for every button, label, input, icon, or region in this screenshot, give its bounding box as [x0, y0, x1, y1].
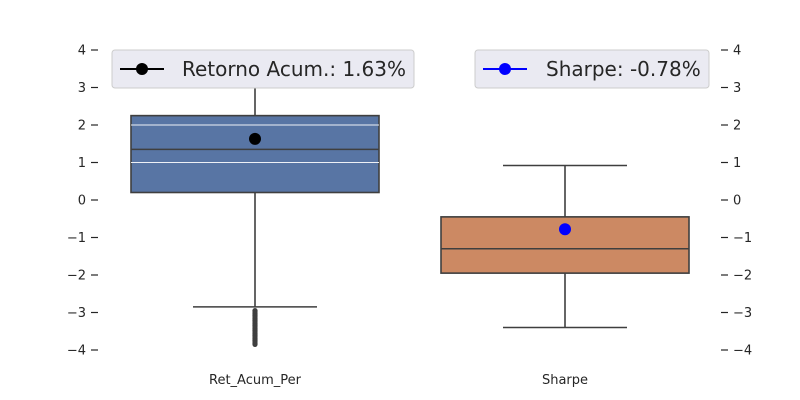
left-tick-label: 1 — [78, 156, 86, 171]
outlier-point-left — [252, 341, 258, 347]
right-tick-label: 4 — [733, 44, 741, 59]
mean-marker-left — [249, 132, 261, 145]
box-sharpe — [440, 164, 690, 329]
right-tick-label: 2 — [733, 119, 741, 134]
left-tick-label: 3 — [78, 81, 86, 96]
legend-left-marker-icon — [136, 63, 148, 75]
left-tick-label: 0 — [78, 194, 86, 209]
right-tick-label: −1 — [733, 231, 752, 246]
right-tick-label: −4 — [733, 344, 752, 359]
legend-right: Sharpe: -0.78% — [474, 49, 710, 89]
left-tick-label: 4 — [78, 44, 86, 59]
left-tick-label: −3 — [67, 306, 86, 321]
category-label-left: Ret_Acum_Per — [209, 373, 302, 388]
box-left — [130, 114, 380, 194]
legend-left-frame — [111, 49, 415, 89]
left-tick-label: −4 — [67, 344, 86, 359]
left-tick-label: −1 — [67, 231, 86, 246]
right-tick-label: 1 — [733, 156, 741, 171]
right-tick-label: −3 — [733, 306, 752, 321]
right-tick-label: −2 — [733, 269, 752, 284]
right-tick-label: 3 — [733, 81, 741, 96]
right-y-axis: 4 3 2 1 0 −1 −2 −3 −4 — [721, 44, 752, 359]
left-tick-label: −2 — [67, 269, 86, 284]
legend-left: Retorno Acum.: 1.63% — [111, 49, 415, 89]
right-tick-label: 0 — [733, 194, 741, 209]
legend-left-text: Retorno Acum.: 1.63% — [182, 57, 406, 81]
category-label-right: Sharpe — [542, 373, 588, 388]
legend-right-frame — [474, 49, 710, 89]
left-y-axis: 4 3 2 1 0 −1 −2 −3 −4 — [67, 44, 98, 359]
mean-marker-right — [559, 223, 571, 236]
legend-right-text: Sharpe: -0.78% — [546, 57, 701, 81]
left-tick-label: 2 — [78, 119, 86, 134]
legend-right-marker-icon — [499, 63, 511, 75]
box-ret-acum-per — [130, 52, 380, 347]
